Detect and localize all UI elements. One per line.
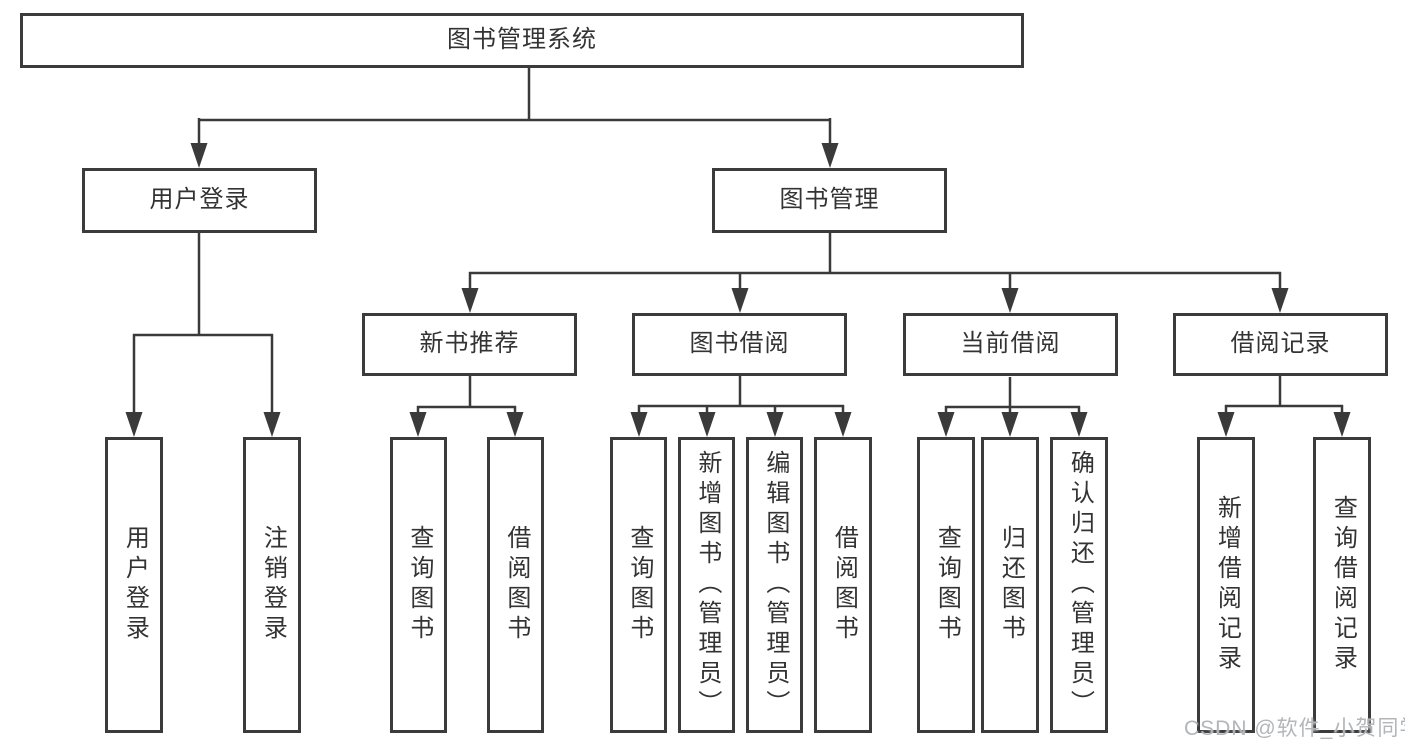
- node-leaf-return-books: 归还图书: [981, 437, 1039, 733]
- node-book-management: 图书管理: [712, 168, 947, 233]
- node-leaf-borrow-books-recommend: 借阅图书: [487, 437, 544, 733]
- node-leaf-add-books-admin: 新增图书（管理员）: [678, 437, 735, 733]
- node-label-leaf-logout: 注销登录: [259, 525, 287, 645]
- node-leaf-user-login: 用户登录: [105, 437, 163, 733]
- node-label-borrowing-records: 借阅记录: [1230, 330, 1331, 358]
- node-current-borrowing: 当前借阅: [903, 313, 1118, 376]
- node-leaf-query-borrow-record: 查询借阅记录: [1313, 437, 1371, 733]
- node-label-leaf-add-borrow-record: 新增借阅记录: [1213, 495, 1241, 675]
- node-user-login: 用户登录: [82, 168, 317, 233]
- node-label-leaf-edit-books-admin: 编辑图书（管理员）: [761, 450, 789, 720]
- node-label-book-borrowing: 图书借阅: [689, 330, 790, 358]
- watermark: CSDN @软件_小贺同学: [1184, 717, 1405, 740]
- node-label-new-book-recommendation: 新书推荐: [419, 330, 520, 358]
- node-leaf-query-books-borrow: 查询图书: [610, 437, 667, 733]
- node-leaf-logout: 注销登录: [243, 437, 301, 733]
- node-label-leaf-query-books-recommend: 查询图书: [405, 525, 433, 645]
- node-label-leaf-query-borrow-record: 查询借阅记录: [1329, 495, 1357, 675]
- node-label-user-login: 用户登录: [149, 186, 250, 214]
- node-system-root: 图书管理系统: [20, 13, 1024, 68]
- node-label-book-management: 图书管理: [779, 186, 880, 214]
- node-label-leaf-borrow-books-recommend: 借阅图书: [502, 525, 530, 645]
- node-label-leaf-borrow-books-borrow: 借阅图书: [830, 525, 858, 645]
- node-leaf-edit-books-admin: 编辑图书（管理员）: [746, 437, 803, 733]
- node-book-borrowing: 图书借阅: [632, 313, 847, 376]
- node-label-leaf-return-books: 归还图书: [997, 525, 1025, 645]
- node-leaf-confirm-return-admin: 确认归还（管理员）: [1050, 437, 1108, 733]
- node-label-leaf-user-login: 用户登录: [121, 525, 149, 645]
- node-new-book-recommendation: 新书推荐: [362, 313, 577, 376]
- node-leaf-add-borrow-record: 新增借阅记录: [1197, 437, 1255, 733]
- node-leaf-query-books-recommend: 查询图书: [390, 437, 447, 733]
- node-label-leaf-query-books-current: 查询图书: [933, 525, 961, 645]
- node-borrowing-records: 借阅记录: [1173, 313, 1388, 376]
- node-label-leaf-query-books-borrow: 查询图书: [625, 525, 653, 645]
- node-label-leaf-confirm-return-admin: 确认归还（管理员）: [1066, 450, 1094, 720]
- node-leaf-query-books-current: 查询图书: [917, 437, 975, 733]
- node-label-current-borrowing: 当前借阅: [960, 330, 1061, 358]
- node-leaf-borrow-books-borrow: 借阅图书: [814, 437, 872, 733]
- node-label-system-root: 图书管理系统: [447, 26, 597, 54]
- node-label-leaf-add-books-admin: 新增图书（管理员）: [693, 450, 721, 720]
